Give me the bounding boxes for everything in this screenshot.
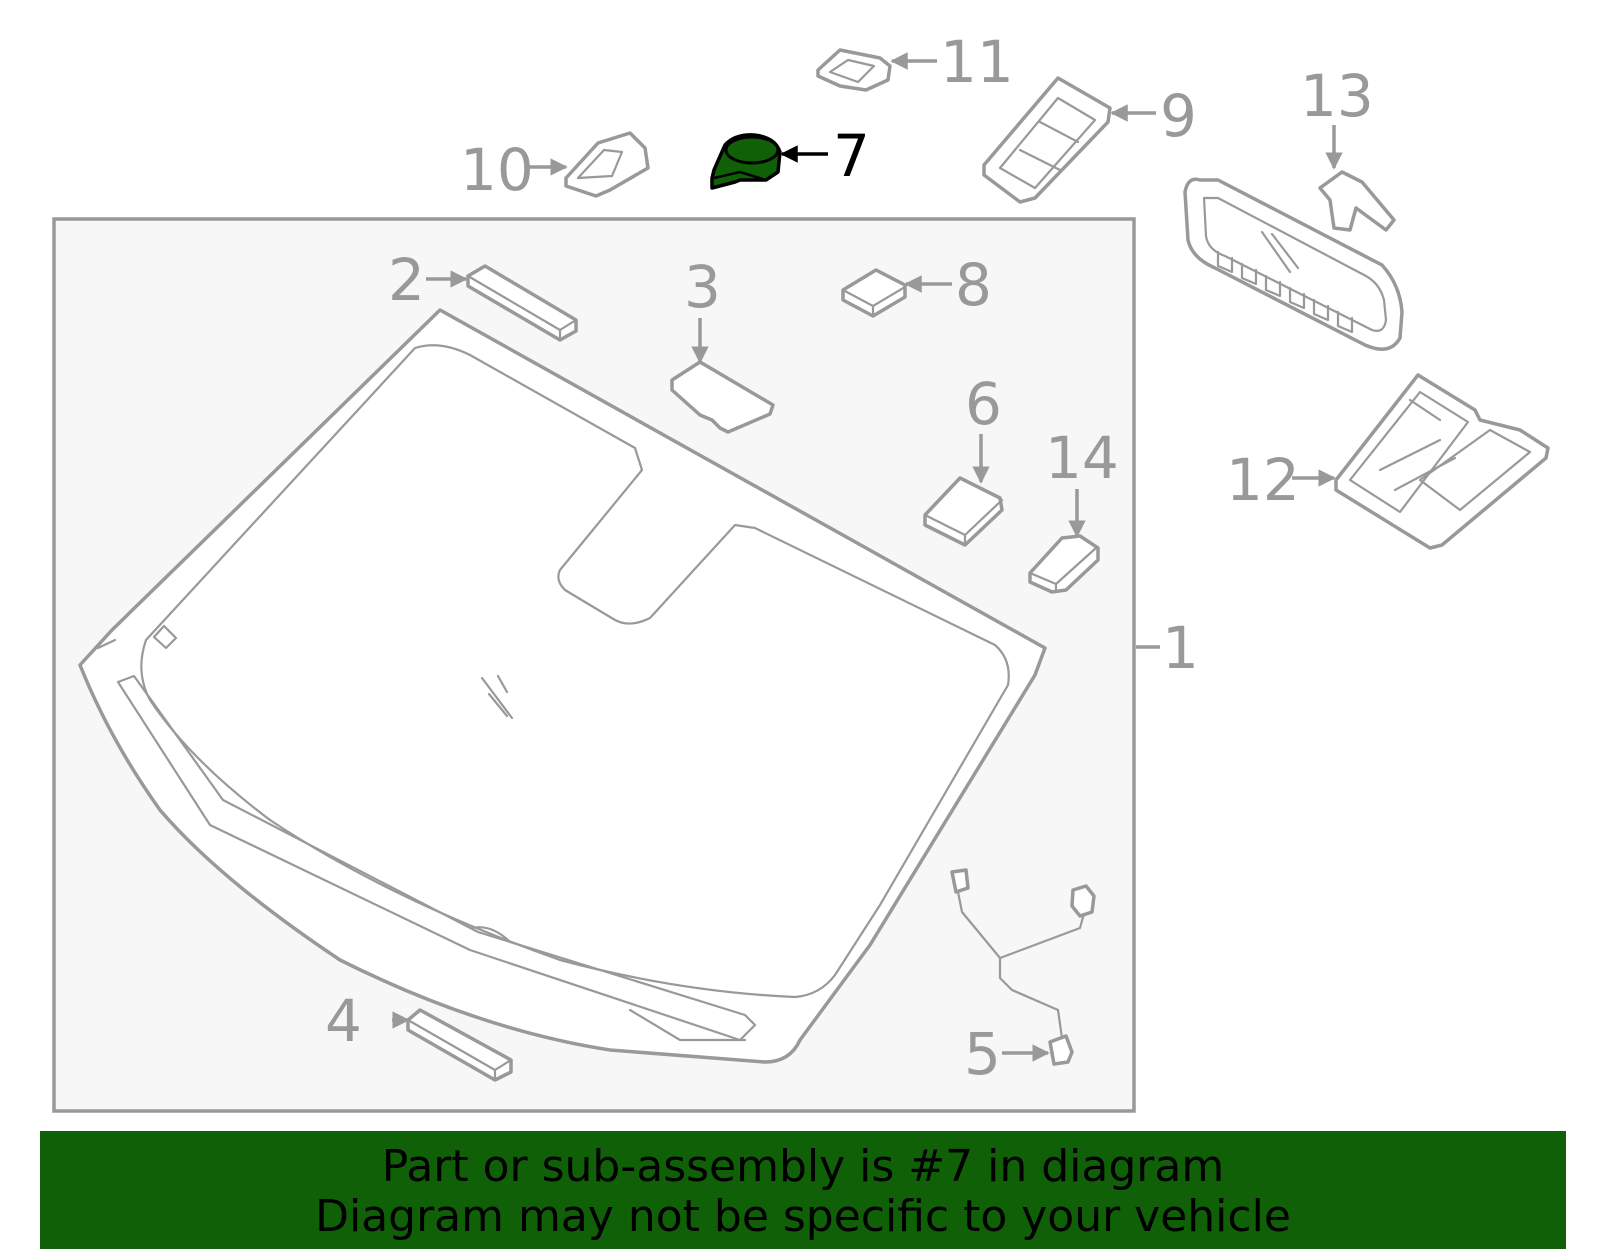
part-12-overhead-console[interactable] [1334,373,1550,550]
callout-10: 10 [460,136,534,204]
part-11-bracket[interactable] [816,48,892,92]
part-14-cover[interactable] [1028,534,1100,594]
callout-4: 4 [325,987,362,1055]
callout-1: 1 [1162,614,1199,682]
callout-11: 11 [940,28,1014,96]
callout-3: 3 [684,253,721,321]
part-9-cover[interactable] [982,76,1112,204]
callout-9: 9 [1160,82,1197,150]
part-7-highlighted[interactable] [710,133,782,190]
part-4-spacer[interactable] [406,1008,513,1082]
callout-8: 8 [955,251,992,319]
banner-line-1: Part or sub-assembly is #7 in diagram [381,1141,1225,1192]
info-banner: Part or sub-assembly is #7 in diagram Di… [40,1131,1566,1249]
callout-2: 2 [388,246,425,314]
callout-14: 14 [1045,424,1119,492]
callout-6: 6 [965,370,1002,438]
callout-7: 7 [833,122,870,190]
parts-diagram: 1 2 3 4 5 6 7 8 9 10 11 12 13 14 [52,28,1550,1113]
callout-5: 5 [964,1020,1001,1088]
part-13-rearview-mirror[interactable] [1183,170,1404,351]
callout-12: 12 [1226,446,1300,514]
part-6-sensor-cover[interactable] [923,476,1004,547]
part-2-spacer[interactable] [466,264,578,342]
windshield-glass[interactable] [78,308,1047,1064]
part-8-clip[interactable] [841,268,907,318]
part-10-cover[interactable] [564,131,650,198]
part-3-bracket-cover[interactable] [670,360,775,434]
banner-line-2: Diagram may not be specific to your vehi… [315,1191,1291,1242]
callout-13: 13 [1300,62,1374,130]
part-5-wire-harness[interactable] [950,868,1096,1066]
leader-lines [392,52,1343,1062]
